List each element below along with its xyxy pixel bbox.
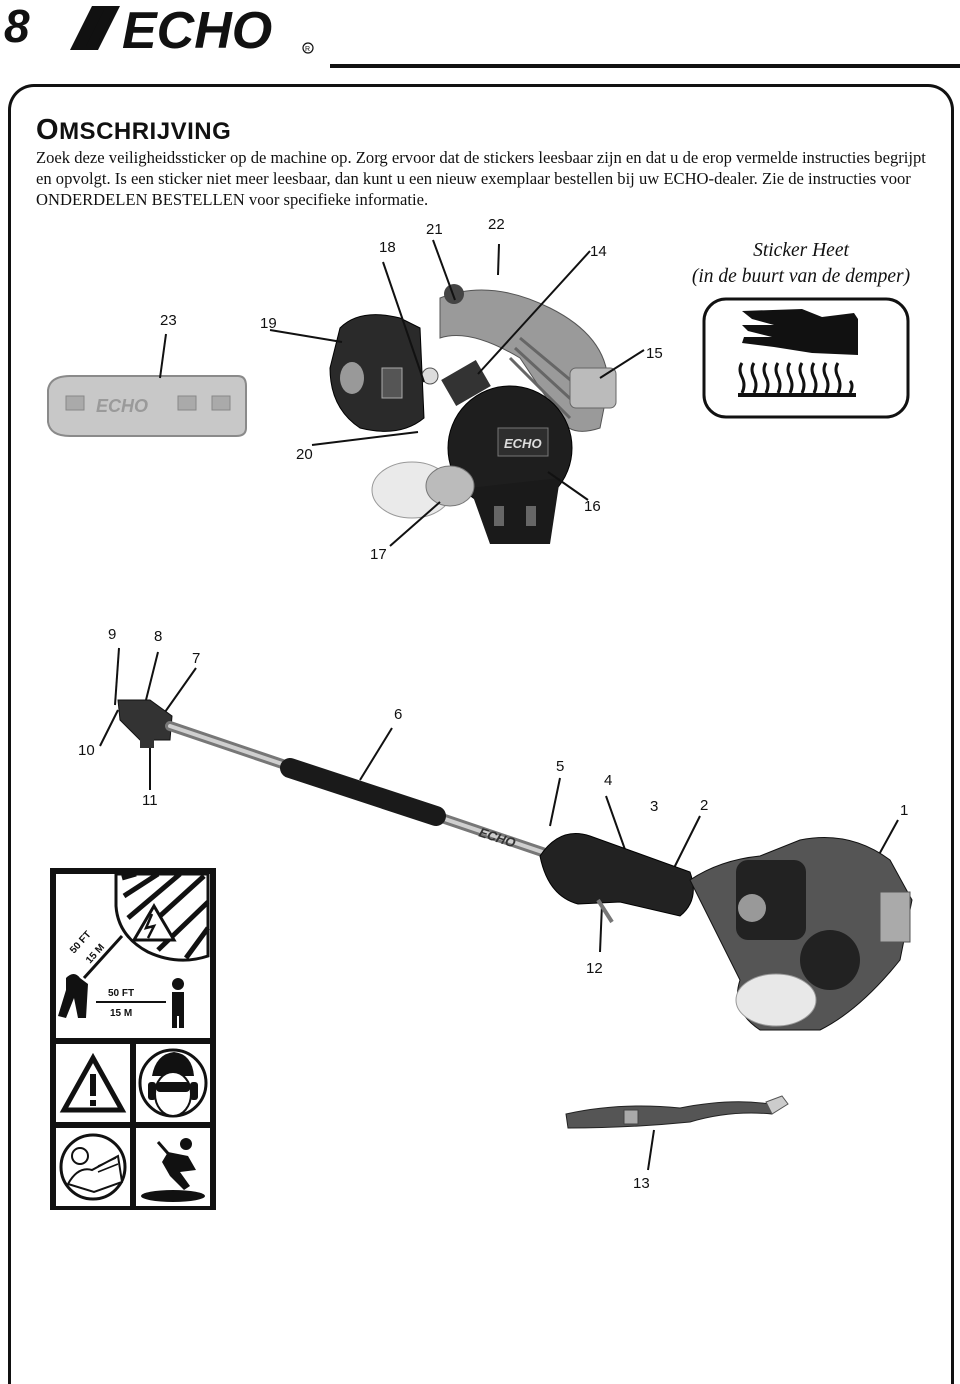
callout-17: 17 xyxy=(370,546,387,563)
guard-logo-text: ECHO xyxy=(96,396,148,416)
callout-4: 4 xyxy=(604,772,613,789)
callout-5: 5 xyxy=(556,758,565,775)
shoulder-strap xyxy=(565,1095,789,1129)
heat-sticker-title-line1: Sticker Heet xyxy=(753,240,849,261)
section-title-rest: MSCHRIJVING xyxy=(59,118,232,145)
heat-sticker-title-line2: (in de buurt van de demper) xyxy=(691,266,911,287)
read-manual-icon xyxy=(59,1133,127,1201)
callout-23: 23 xyxy=(160,312,177,329)
fall-hazard-icon xyxy=(141,1138,205,1202)
callout-22: 22 xyxy=(488,216,505,233)
callout-1: 1 xyxy=(900,802,909,819)
callout-15: 15 xyxy=(646,345,663,362)
header-rule xyxy=(330,64,960,68)
operator-distance-icon xyxy=(58,934,184,1028)
page-number: 8 xyxy=(4,0,30,52)
section-title-initial: O xyxy=(36,114,60,146)
callout-3: 3 xyxy=(650,798,659,815)
svg-text:R: R xyxy=(305,46,310,53)
distance-m: 15 M xyxy=(110,1008,132,1019)
callout-20: 20 xyxy=(296,446,313,463)
callout-9: 9 xyxy=(108,626,117,643)
callout-10: 10 xyxy=(78,742,95,759)
hand-icon xyxy=(742,309,858,355)
callout-18: 18 xyxy=(379,239,396,256)
heat-sticker-title: Sticker Heet (in de buurt van de demper) xyxy=(668,238,934,290)
heat-sticker xyxy=(702,297,910,419)
shaft-logo-text: ECHO xyxy=(477,825,517,851)
callout-2: 2 xyxy=(700,797,709,814)
callout-8: 8 xyxy=(154,628,163,645)
electrocution-hazard-icon xyxy=(114,871,211,962)
callout-11: 11 xyxy=(142,792,158,809)
distance-ft: 50 FT xyxy=(108,988,134,999)
callout-19: 19 xyxy=(260,315,277,332)
callout-21: 21 xyxy=(426,221,443,238)
safety-decal: 50 FT 15 M 50 FT 15 M xyxy=(50,868,216,1210)
callout-13: 13 xyxy=(633,1175,650,1192)
callout-7: 7 xyxy=(192,650,201,667)
protective-gear-icon xyxy=(138,1048,208,1118)
warning-triangle-icon xyxy=(59,1052,127,1113)
engine-logo-text: ECHO xyxy=(504,436,542,451)
callout-6: 6 xyxy=(394,706,403,723)
echo-logo: ECHO R xyxy=(70,2,314,54)
section-title: OMSCHRIJVING xyxy=(36,114,231,147)
callout-14: 14 xyxy=(590,243,607,260)
engine-illustration: ECHO xyxy=(329,284,617,544)
callout-12: 12 xyxy=(586,960,603,977)
intro-text: Zoek deze veiligheidssticker op de machi… xyxy=(36,148,926,209)
callout-16: 16 xyxy=(584,498,601,515)
heat-waves-icon xyxy=(738,362,854,394)
guard-bar-cover: ECHO xyxy=(47,375,247,437)
content-frame xyxy=(8,84,954,1384)
echo-logo-text: ECHO xyxy=(122,2,272,54)
